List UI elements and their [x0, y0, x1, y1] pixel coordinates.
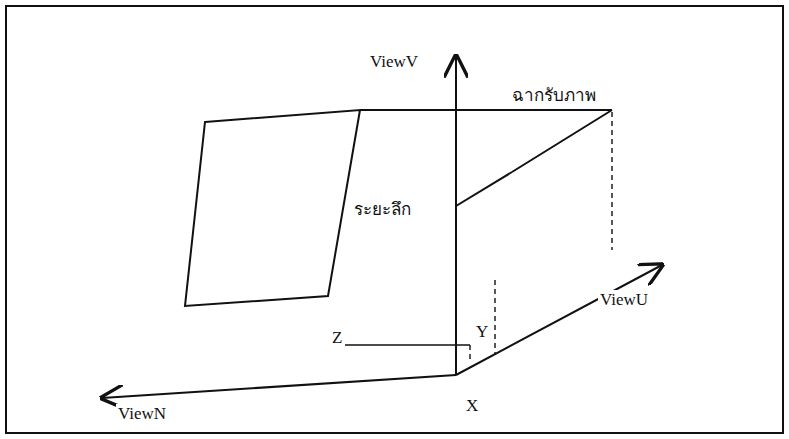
axis-label: ViewN [116, 404, 168, 424]
frame-border [6, 6, 783, 433]
object-face [185, 110, 360, 306]
axis-label: Y [474, 322, 490, 342]
axis-label: ViewU [598, 290, 650, 310]
depth-label: ระยะลึก [352, 200, 413, 220]
depth-box [360, 110, 612, 375]
z-line [345, 344, 470, 345]
dashed-guides [470, 112, 612, 362]
view-axes [102, 56, 662, 398]
axis-label: ViewV [368, 52, 420, 72]
plane-label: ฉากรับภาพ [510, 86, 598, 106]
axis-label: Z [330, 328, 344, 348]
axis-label: X [464, 396, 480, 416]
